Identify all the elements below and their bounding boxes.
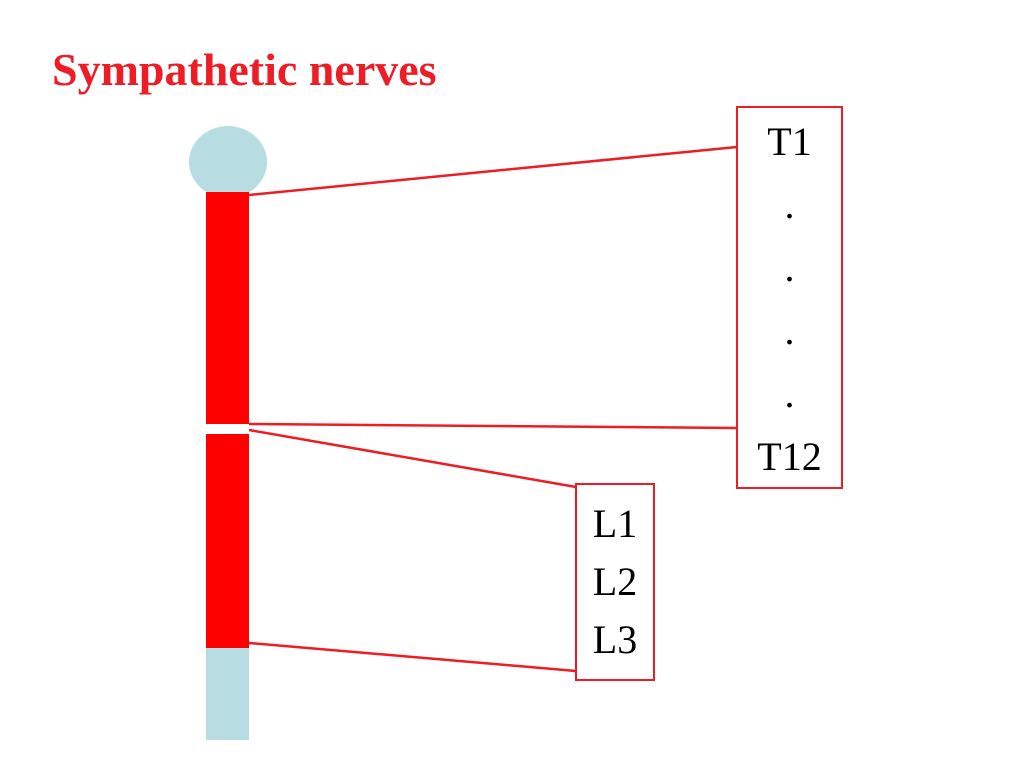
connector-l1 xyxy=(248,428,577,489)
segment-dot: . xyxy=(784,182,795,227)
brain-circle xyxy=(189,126,267,198)
lower-cord-segment xyxy=(206,648,249,740)
segment-label-t1: T1 xyxy=(767,119,812,164)
lumbar-segments-box: L1 L2 L3 xyxy=(575,483,655,681)
connector-t12 xyxy=(248,422,738,430)
segment-dot: . xyxy=(784,371,795,416)
segment-label-l2: L2 xyxy=(592,559,638,604)
segment-label-l3: L3 xyxy=(592,617,638,662)
connector-t1 xyxy=(248,145,738,197)
segment-dot: . xyxy=(784,308,795,353)
lumbar-cord-segment xyxy=(206,434,249,648)
thoracic-segments-box: T1 . . . . T12 xyxy=(736,106,843,489)
slide-title: Sympathetic nerves xyxy=(52,44,437,95)
segment-label-t12: T12 xyxy=(757,434,822,479)
connector-l3 xyxy=(248,641,577,673)
segment-dot: . xyxy=(784,245,795,290)
thoracic-cord-segment xyxy=(206,192,249,424)
segment-label-l1: L1 xyxy=(592,501,638,546)
